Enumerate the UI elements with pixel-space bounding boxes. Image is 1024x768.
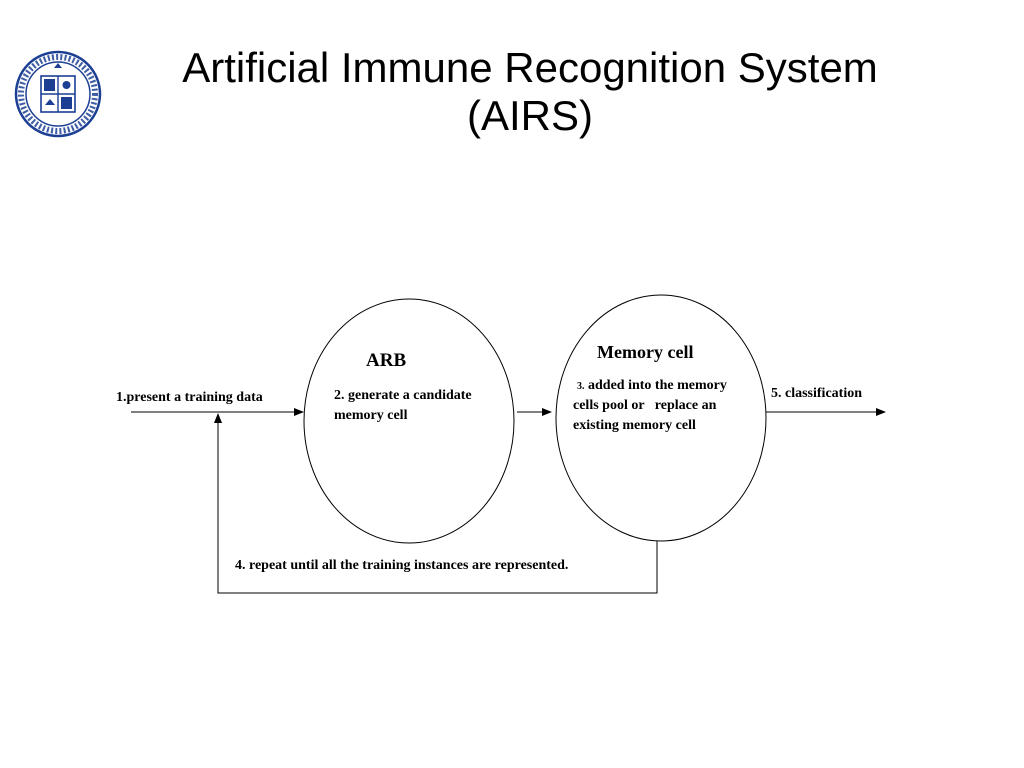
arb-ellipse xyxy=(303,298,515,544)
arb-step-line-2: memory cell xyxy=(334,408,408,423)
step-1-label: 1.present a training data xyxy=(116,390,263,405)
memory-step-line-1: 3. added into the memory xyxy=(577,378,727,393)
memory-step-line-2: cells pool or replace an xyxy=(573,398,717,413)
memory-step-line-3: existing memory cell xyxy=(573,418,696,433)
memory-cell-ellipse xyxy=(555,294,767,542)
feedback-loop-line xyxy=(214,413,658,594)
memory-cell-title: Memory cell xyxy=(597,342,693,362)
arb-step-line-1: 2. generate a candidate xyxy=(334,388,472,403)
step-4-label: 4. repeat until all the training instanc… xyxy=(235,558,568,573)
arb-title: ARB xyxy=(366,350,406,371)
memory-step-number: 3. xyxy=(577,381,585,392)
title-line-1: Artificial Immune Recognition System xyxy=(182,44,878,91)
page-title: Artificial Immune Recognition System (AI… xyxy=(120,44,940,140)
step-5-label: 5. classification xyxy=(771,386,862,401)
title-line-2: (AIRS) xyxy=(467,92,593,139)
memory-step-text: added into the memory xyxy=(585,378,727,393)
university-seal-icon xyxy=(14,50,102,138)
